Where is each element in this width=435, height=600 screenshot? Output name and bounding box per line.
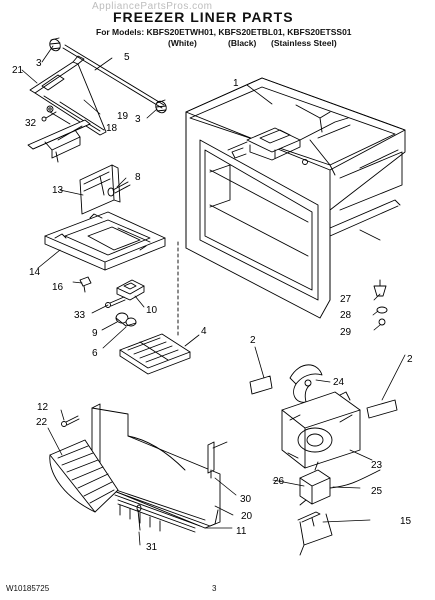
- evaporator-cover-drawing: [91, 403, 221, 533]
- callout-30: 30: [240, 494, 252, 505]
- callout-14: 14: [29, 267, 41, 278]
- watermark-text: AppliancePartsPros.com: [92, 1, 213, 12]
- upper-rail-drawing: [29, 55, 107, 136]
- insulation-pad-right-drawing: [366, 399, 398, 419]
- socket-9-drawing: [115, 312, 137, 327]
- sensor-10-drawing: [116, 279, 145, 301]
- grille-drawing: [49, 439, 119, 513]
- callout-5: 5: [124, 52, 130, 63]
- part-30-drawing: [207, 441, 215, 479]
- page-number: 3: [212, 584, 217, 593]
- shaft-rod-drawing: [49, 37, 167, 114]
- callout-23: 23: [371, 460, 383, 471]
- diagram-title: FREEZER LINER PARTS: [113, 9, 294, 25]
- lower-rail-drawing: [27, 119, 91, 163]
- callout-24: 24: [333, 377, 345, 388]
- callout-4: 4: [201, 326, 207, 337]
- callout-6: 6: [92, 348, 98, 359]
- fan-shroud-drawing: [281, 391, 361, 469]
- callout-18: 18: [106, 123, 118, 134]
- insulation-pad-left-drawing: [249, 375, 273, 395]
- callout-31: 31: [146, 542, 158, 553]
- callout-19: 19: [117, 111, 129, 122]
- callout-8: 8: [135, 172, 141, 183]
- callout-32: 32: [25, 118, 37, 129]
- callout-20: 20: [241, 511, 253, 522]
- leader-lines: [21, 45, 406, 546]
- light-cover-drawing: [119, 333, 191, 375]
- freezer-liner-drawing: [185, 77, 406, 319]
- callout-29: 29: [340, 327, 352, 338]
- motor-bracket-drawing: [297, 511, 333, 556]
- callout-2-right: 2: [407, 354, 413, 365]
- parts-27-28-29-drawing: [373, 279, 388, 326]
- fan-blade-drawing: [289, 364, 323, 403]
- callout-22: 22: [36, 417, 48, 428]
- callout-1: 1: [233, 78, 239, 89]
- callout-26: 26: [273, 476, 285, 487]
- evaporator-tray-drawing: [44, 211, 166, 271]
- callout-33: 33: [74, 310, 86, 321]
- callout-3-left: 3: [36, 58, 42, 69]
- callout-13: 13: [52, 185, 64, 196]
- callout-16: 16: [52, 282, 64, 293]
- screw-32-drawing: [41, 111, 57, 122]
- callout-28: 28: [340, 310, 352, 321]
- callout-labels: 1 2 2 3 3 4 5 6 8 9 10 11 12 13 14 15 16…: [12, 52, 413, 553]
- callout-15: 15: [400, 516, 412, 527]
- callout-2-left: 2: [250, 335, 256, 346]
- callout-25: 25: [371, 486, 383, 497]
- screw-33-drawing: [105, 296, 126, 308]
- clip-16-drawing: [79, 276, 92, 293]
- models-line: For Models: KBFS20ETWH01, KBFS20ETBL01, …: [96, 27, 352, 37]
- callout-27: 27: [340, 294, 352, 305]
- part-31-drawing: [136, 504, 142, 531]
- callout-10: 10: [146, 305, 158, 316]
- color-label-stainless: (Stainless Steel): [271, 38, 337, 48]
- document-number: W10185725: [6, 584, 50, 593]
- screw-12-drawing: [61, 415, 80, 427]
- callout-3-right: 3: [135, 114, 141, 125]
- callout-11: 11: [236, 526, 247, 537]
- bracket-drawing: [79, 164, 121, 215]
- screw-8-drawing: [107, 181, 131, 197]
- color-label-black: (Black): [228, 38, 257, 48]
- callout-21: 21: [12, 65, 24, 76]
- fan-motor-drawing: [299, 461, 381, 506]
- callout-12: 12: [37, 402, 49, 413]
- color-label-white: (White): [168, 38, 197, 48]
- callout-9: 9: [92, 328, 98, 339]
